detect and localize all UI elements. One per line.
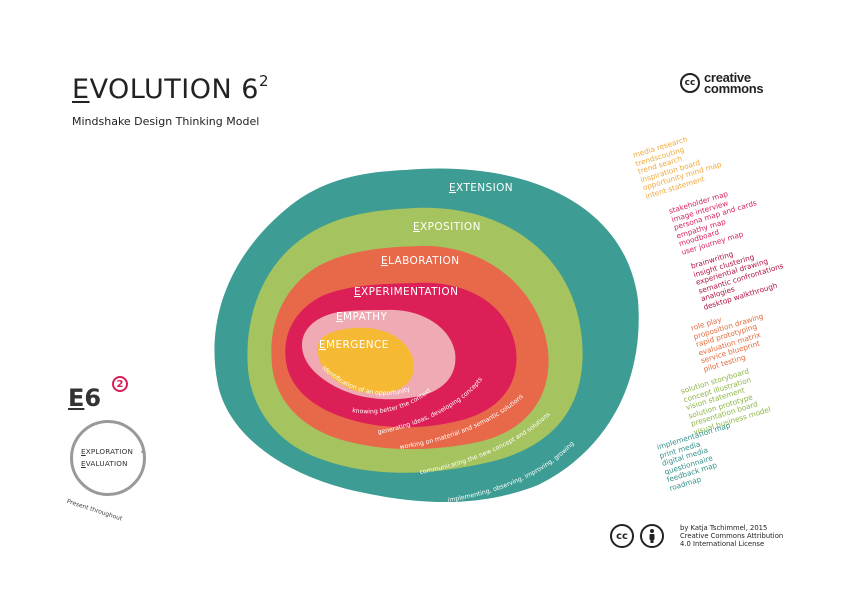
label-experimentation: EXPERIMENTATION xyxy=(354,286,458,298)
label-exposition: EXPOSITION xyxy=(413,221,481,233)
e6-badge: 2 xyxy=(112,376,128,392)
ring-labels: EXTENSION EXPOSITION ELABORATION EXPERIM… xyxy=(319,182,513,351)
ring-emergence xyxy=(317,327,414,394)
evaluation-first: E xyxy=(81,459,86,468)
label-elaboration-first: E xyxy=(381,255,388,267)
label-emergence: EMERGENCE xyxy=(319,339,389,351)
exploration-first: E xyxy=(81,447,86,456)
exploration-rest: XPLORATION xyxy=(85,447,134,456)
evaluation-label: EVALUATION xyxy=(81,459,128,468)
exploration-label: EXPLORATION xyxy=(81,447,133,456)
title-block: EVOLUTION 62 Mindshake Design Thinking M… xyxy=(72,66,269,128)
cc-icon: cc xyxy=(680,73,700,93)
cc-license-icon: cc xyxy=(610,524,634,548)
label-experimentation-rest: XPERIMENTATION xyxy=(361,286,458,298)
label-extension-first: E xyxy=(449,182,456,194)
creative-commons-logo: cc creative commons xyxy=(680,70,764,96)
cc-wordmark: creative commons xyxy=(704,70,764,96)
e6-logo-first: E xyxy=(68,384,85,412)
evaluation-rest: VALUATION xyxy=(85,459,128,468)
subtitle: Mindshake Design Thinking Model xyxy=(72,115,260,128)
license-line-1: by Katja Tschimmel, 2015 xyxy=(680,524,768,532)
label-emergence-first: E xyxy=(319,339,326,351)
label-exposition-rest: XPOSITION xyxy=(420,221,481,233)
e6-exploration-evaluation: E6 2 EXPLORATION EVALUATION ‹ Present th… xyxy=(66,376,168,523)
label-experimentation-first: E xyxy=(354,286,361,298)
license-line-3: 4.0 International License xyxy=(680,540,765,548)
cc-line2: commons xyxy=(704,81,764,96)
title-first-letter: E xyxy=(72,74,90,105)
label-elaboration: ELABORATION xyxy=(381,255,459,267)
license-text: by Katja Tschimmel, 2015 Creative Common… xyxy=(680,524,783,548)
attribution-person-icon xyxy=(640,524,664,548)
chevron-left-icon: ‹ xyxy=(140,444,146,460)
label-extension-rest: XTENSION xyxy=(456,182,513,194)
title-rest: VOLUTION 6 xyxy=(89,74,259,105)
license-line-2: Creative Commons Attribution xyxy=(680,532,784,540)
label-emergence-rest: MERGENCE xyxy=(326,339,389,351)
label-extension: EXTENSION xyxy=(449,182,513,194)
person-icon xyxy=(649,529,655,543)
label-empathy-rest: MPATHY xyxy=(343,311,387,323)
e6-logo: E6 2 xyxy=(68,376,168,412)
label-elaboration-rest: LABORATION xyxy=(388,255,459,267)
page-title: EVOLUTION 62 xyxy=(72,66,269,105)
label-empathy: EMPATHY xyxy=(336,311,387,323)
label-exposition-first: E xyxy=(413,221,420,233)
license-block: cc by Katja Tschimmel, 2015 Creative Com… xyxy=(610,524,783,548)
label-empathy-first: E xyxy=(336,311,343,323)
exploration-evaluation-circle: EXPLORATION EVALUATION xyxy=(70,420,146,496)
title-superscript: 2 xyxy=(258,72,269,90)
e6-logo-rest: 6 xyxy=(84,384,102,412)
cc-line1: creative xyxy=(704,70,751,85)
